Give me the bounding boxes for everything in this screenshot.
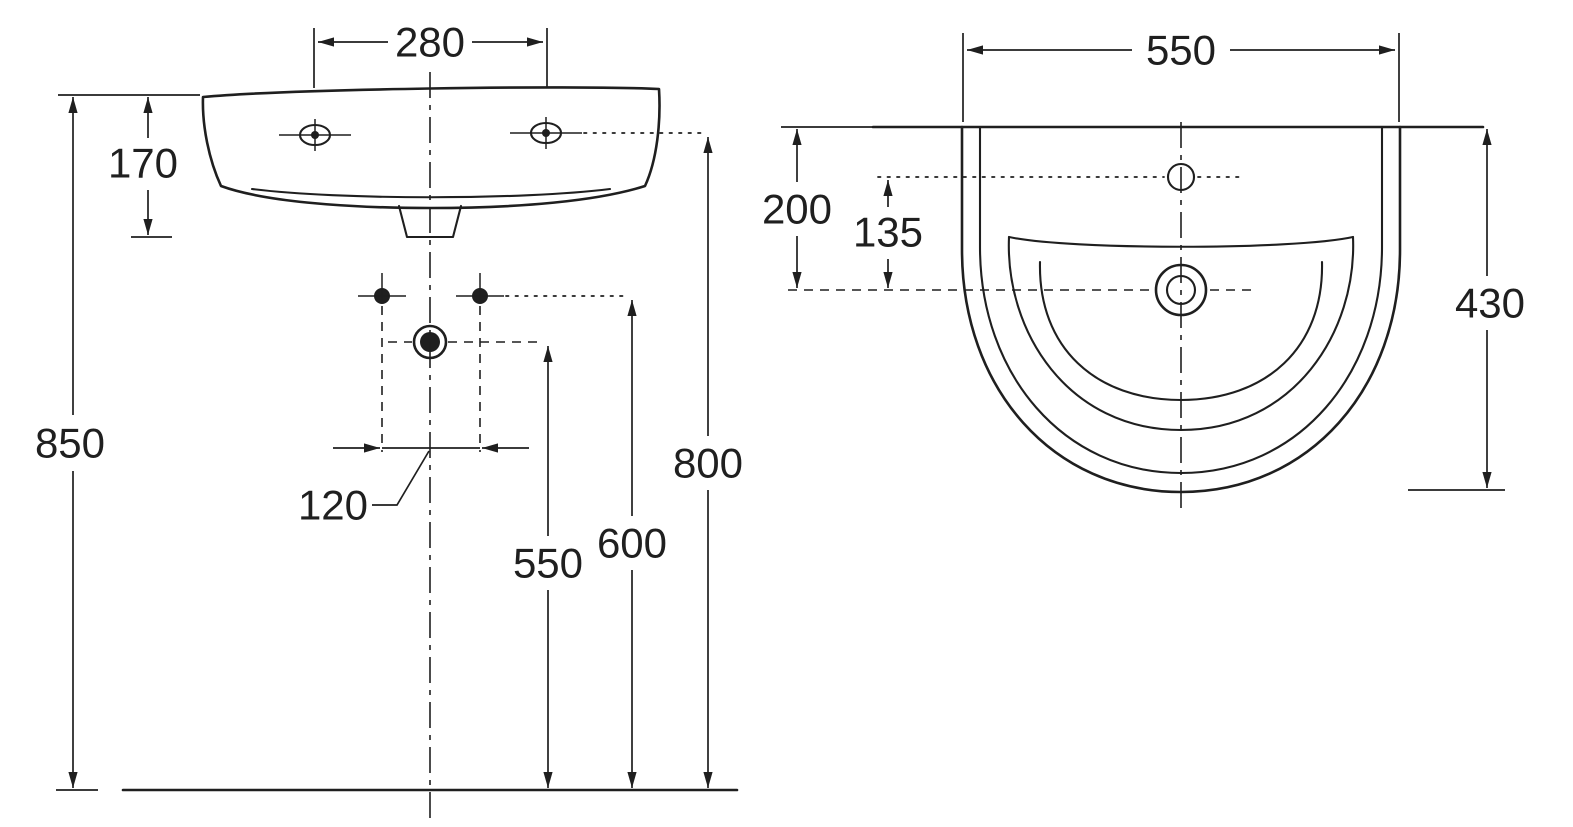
front-view: 280 170 850 120 550	[35, 19, 743, 822]
basin-front-outline	[201, 86, 661, 239]
supply-point-left	[358, 273, 406, 304]
drain-fitting	[397, 204, 463, 239]
reference-lines-plan	[788, 176, 1252, 291]
dim-tap-hole-spacing: 280	[313, 19, 548, 88]
dim-wall-to-bowl-center-label: 200	[762, 186, 832, 233]
tap-hole-right	[510, 117, 582, 149]
dim-width-label: 550	[1146, 27, 1216, 74]
reference-lines-front	[381, 132, 705, 452]
dim-outlet-spacing-label: 120	[298, 482, 368, 529]
top-view: 550 200 135 430	[762, 27, 1525, 508]
tap-hole-left	[279, 119, 351, 151]
dim-apron-height-label: 170	[108, 140, 178, 187]
dim-outlet-spacing: 120	[298, 443, 529, 529]
dim-tap-to-bowl-center: 135	[853, 180, 923, 288]
dim-tap-height-label: 800	[673, 440, 743, 487]
supply-point-right	[456, 273, 504, 304]
dim-supply-height: 600	[597, 300, 667, 788]
dim-tap-to-bowl-center-label: 135	[853, 209, 923, 256]
dim-apron-height: 170	[108, 97, 178, 238]
dim-tap-hole-spacing-label: 280	[395, 19, 465, 66]
waste-outlet	[388, 324, 448, 360]
dim-trap-height: 550	[513, 346, 583, 788]
dim-trap-height-label: 550	[513, 540, 583, 587]
dim-mount-height: 850	[35, 94, 200, 791]
dim-depth: 430	[1408, 129, 1525, 491]
dim-depth-label: 430	[1455, 280, 1525, 327]
dim-mount-height-label: 850	[35, 420, 105, 467]
dim-width: 550	[962, 27, 1400, 122]
dim-wall-to-bowl-center: 200	[762, 126, 873, 288]
dim-supply-height-label: 600	[597, 520, 667, 567]
dim-tap-height: 800	[673, 137, 743, 788]
